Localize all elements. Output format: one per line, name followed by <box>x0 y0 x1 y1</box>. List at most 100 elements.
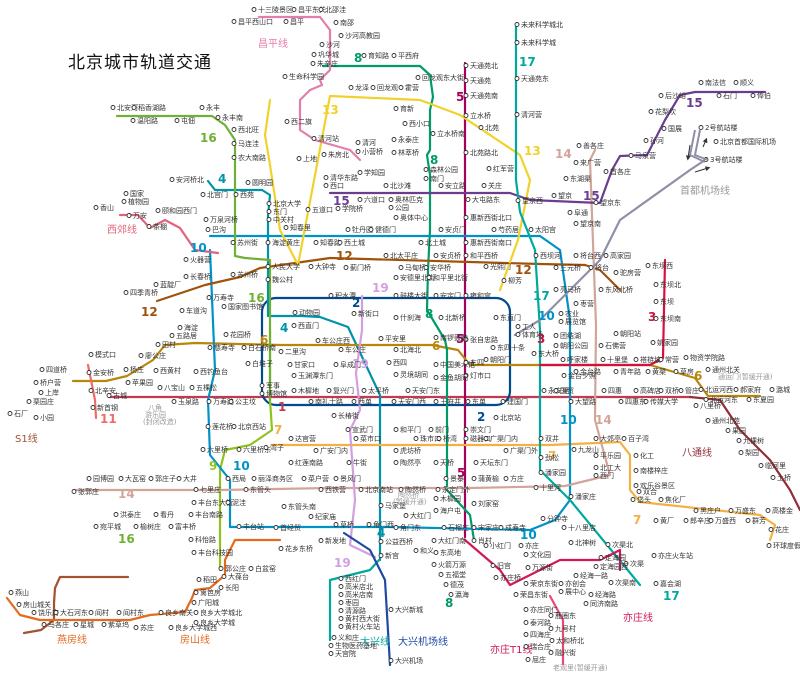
station-dot-icon[interactable] <box>493 315 499 320</box>
station-dot-icon[interactable] <box>386 360 392 365</box>
station-dot-icon[interactable] <box>33 415 39 420</box>
station-dot-icon[interactable] <box>393 427 399 432</box>
station[interactable]: 良乡南关 <box>158 608 193 617</box>
station-dot-icon[interactable] <box>146 224 152 229</box>
station-dot-icon[interactable] <box>573 573 579 578</box>
station-dot-icon[interactable] <box>157 385 163 390</box>
station-dot-icon[interactable] <box>471 501 477 506</box>
station[interactable]: 宋家庄 <box>471 523 499 532</box>
station-dot-icon[interactable] <box>177 325 183 330</box>
station-dot-icon[interactable] <box>236 447 242 452</box>
station[interactable]: 小园 <box>33 413 54 422</box>
station-dot-icon[interactable] <box>598 287 604 292</box>
station-dot-icon[interactable] <box>391 137 397 142</box>
line-2[interactable] <box>260 296 512 407</box>
station[interactable]: 土桥 <box>770 473 791 482</box>
station-dot-icon[interactable] <box>319 42 325 47</box>
station[interactable]: 万寿路 <box>206 397 234 406</box>
station-dot-icon[interactable] <box>503 476 509 481</box>
station[interactable]: 博物馆 <box>259 389 287 398</box>
station-dot-icon[interactable] <box>179 308 185 313</box>
station-dot-icon[interactable] <box>433 375 439 380</box>
station-dot-icon[interactable] <box>433 335 439 340</box>
station-dot-icon[interactable] <box>155 342 161 347</box>
station-dot-icon[interactable] <box>278 349 284 354</box>
station[interactable]: 巩华城 <box>311 50 339 59</box>
station-dot-icon[interactable] <box>435 487 441 492</box>
station-dot-icon[interactable] <box>326 388 332 393</box>
station[interactable]: 奥林匹克 <box>388 195 423 204</box>
station[interactable]: 广安门内 <box>313 446 348 455</box>
station[interactable]: 北太平庄 <box>383 251 418 260</box>
station-dot-icon[interactable] <box>593 200 599 205</box>
station[interactable]: 柳芳 <box>501 276 522 285</box>
station[interactable]: 金台夕照 <box>561 371 596 380</box>
station-dot-icon[interactable] <box>705 418 711 423</box>
station[interactable]: 善各庄 <box>576 141 604 150</box>
station-dot-icon[interactable] <box>643 138 649 143</box>
station[interactable]: 慈寿寺 <box>207 343 235 352</box>
station[interactable]: 车公庄西 <box>315 336 350 345</box>
station[interactable]: 望京西 <box>515 196 543 205</box>
station-dot-icon[interactable] <box>368 227 374 232</box>
station-dot-icon[interactable] <box>337 240 343 245</box>
station-dot-icon[interactable] <box>766 543 772 548</box>
station-dot-icon[interactable] <box>658 357 664 362</box>
station-dot-icon[interactable] <box>41 622 47 627</box>
station[interactable]: 奥体中心 <box>393 213 428 222</box>
station[interactable]: 西黄村 <box>153 366 181 375</box>
station-dot-icon[interactable] <box>215 115 221 120</box>
station[interactable]: 十八里店 <box>561 523 596 532</box>
station[interactable]: 崇文门 <box>463 425 491 434</box>
station-dot-icon[interactable] <box>398 487 404 492</box>
station-dot-icon[interactable] <box>553 265 559 270</box>
station-dot-icon[interactable] <box>88 352 94 357</box>
station[interactable]: 义和庄 <box>331 633 359 642</box>
station-dot-icon[interactable] <box>438 572 444 577</box>
station[interactable]: 复兴门 <box>326 386 354 395</box>
station-dot-icon[interactable] <box>471 476 477 481</box>
station[interactable]: 北苑路北 <box>463 148 498 157</box>
station-dot-icon[interactable] <box>189 385 195 390</box>
line-daxing_airport[interactable] <box>342 531 392 667</box>
station-dot-icon[interactable] <box>206 399 212 404</box>
station-dot-icon[interactable] <box>558 319 564 324</box>
station[interactable]: 榆树庄 <box>133 522 161 531</box>
station-dot-icon[interactable] <box>633 453 639 458</box>
station[interactable]: 四道桥 <box>39 365 67 374</box>
station[interactable]: 中国美术馆 <box>433 360 475 369</box>
station-dot-icon[interactable] <box>313 240 319 245</box>
station[interactable]: 育知路 <box>361 51 389 60</box>
station-dot-icon[interactable] <box>203 217 209 222</box>
station-dot-icon[interactable] <box>438 315 444 320</box>
station-dot-icon[interactable] <box>593 564 599 569</box>
line-11[interactable] <box>86 363 98 420</box>
station-dot-icon[interactable] <box>548 626 554 631</box>
station-dot-icon[interactable] <box>205 227 211 232</box>
station[interactable]: 石佛营 <box>598 341 626 350</box>
station[interactable]: 学知园 <box>357 168 385 177</box>
station[interactable]: 国家图书馆 <box>221 302 263 311</box>
station[interactable]: 长阳 <box>218 583 239 592</box>
station[interactable]: 丰台站 <box>236 522 264 531</box>
station-dot-icon[interactable] <box>525 565 531 570</box>
station[interactable]: 枣园 <box>338 598 359 607</box>
station-dot-icon[interactable] <box>388 607 394 612</box>
station-dot-icon[interactable] <box>93 524 99 529</box>
station-dot-icon[interactable] <box>348 85 354 90</box>
station[interactable]: 三元桥 <box>553 263 581 272</box>
station-dot-icon[interactable] <box>123 367 129 372</box>
station[interactable]: 未来科学城 <box>514 38 556 47</box>
station-dot-icon[interactable] <box>523 632 529 637</box>
station[interactable]: 龙泽 <box>348 83 369 92</box>
station[interactable]: 十三陵景区 <box>251 5 293 14</box>
station-dot-icon[interactable] <box>618 399 624 404</box>
station-dot-icon[interactable] <box>113 512 119 517</box>
station-dot-icon[interactable] <box>345 427 351 432</box>
line-S1[interactable] <box>22 575 130 635</box>
station-dot-icon[interactable] <box>463 360 469 365</box>
station[interactable]: 昌平西山口 <box>231 17 273 26</box>
line-6[interactable] <box>71 341 762 398</box>
station-dot-icon[interactable] <box>153 512 159 517</box>
station[interactable]: 平西府 <box>391 51 419 60</box>
